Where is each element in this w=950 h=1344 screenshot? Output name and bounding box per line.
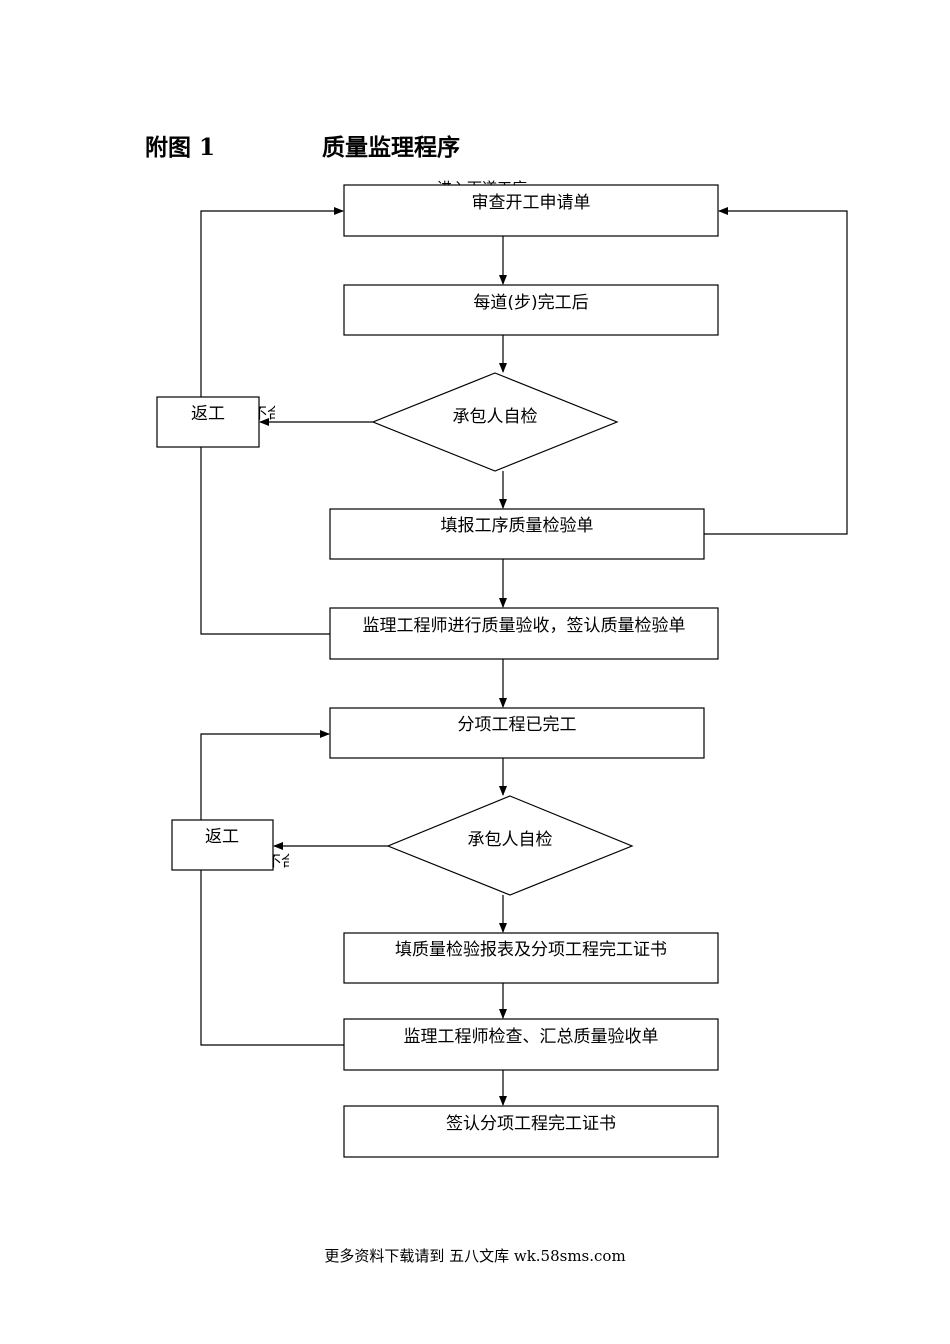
fill-process-form-label: 填报工序质量检验单 — [441, 516, 594, 536]
engineer-accept-sign-label: 监理工程师进行质量验收，签认质量检验单 — [363, 616, 686, 636]
contractor-self-check-1-diamond: 承包人自检 — [371, 372, 619, 472]
after-each-step-label: 每道(步)完工后 — [473, 293, 588, 313]
line-engineer-reject-to-rework-1 — [200, 447, 330, 635]
rework-2-label: 返工 — [205, 827, 239, 847]
contractor-self-check-2-diamond: 承包人自检 — [386, 795, 634, 896]
arrow-rework-2-to-subitem — [200, 730, 330, 820]
footer-download-note: 更多资料下载请到 五八文库 wk.58sms.com — [324, 1247, 626, 1265]
fill-report-cert-box: 填质量检验报表及分项工程完工证书 — [343, 932, 719, 984]
review-start-request-box-frame — [343, 184, 719, 237]
figure-title: 质量监理程序 — [322, 134, 460, 161]
review-start-request-box: 审查开工申请单 — [343, 184, 719, 237]
sign-completion-cert-label: 签认分项工程完工证书 — [446, 1114, 616, 1134]
subitem-completed-box: 分项工程已完工 — [329, 707, 705, 759]
contractor-self-check-2-label: 承包人自检 — [468, 830, 553, 850]
fail-label-2-partial: 不合格 — [266, 852, 311, 870]
arrow-rework-1-to-review — [200, 207, 344, 397]
fill-report-cert-label: 填质量检验报表及分项工程完工证书 — [395, 940, 667, 960]
contractor-self-check-1-label: 承包人自检 — [453, 407, 538, 427]
fill-report-cert-box-frame — [343, 932, 719, 984]
after-each-step-box: 每道(步)完工后 — [343, 284, 719, 336]
arrow-next-process-loop — [704, 207, 848, 535]
engineer-check-summary-box-frame — [343, 1018, 719, 1071]
rework-1-box: 返工 — [156, 396, 260, 448]
engineer-check-summary-label: 监理工程师检查、汇总质量验收单 — [404, 1027, 659, 1047]
fill-process-form-box: 填报工序质量检验单 — [329, 508, 705, 560]
rework-1-label: 返工 — [191, 404, 225, 424]
subitem-completed-label: 分项工程已完工 — [458, 715, 577, 735]
next-process-label-partial: 进入下道工序 — [437, 179, 527, 197]
sign-completion-cert-box: 签认分项工程完工证书 — [343, 1105, 719, 1158]
rework-2-box: 返工 — [171, 819, 274, 871]
contractor-self-check-1-shape — [371, 372, 619, 472]
contractor-self-check-2-shape — [386, 795, 634, 896]
engineer-accept-sign-box-frame — [329, 607, 719, 660]
engineer-check-summary-box: 监理工程师检查、汇总质量验收单 — [343, 1018, 719, 1071]
engineer-accept-sign-box: 监理工程师进行质量验收，签认质量检验单 — [329, 607, 719, 660]
figure-label: 附图 1 — [145, 134, 216, 161]
rework-2-box-frame — [171, 819, 274, 871]
sign-completion-cert-box-frame — [343, 1105, 719, 1158]
fail-label-1-partial: 不合格 — [252, 404, 297, 422]
rework-1-box-frame — [156, 396, 260, 448]
subitem-completed-box-frame — [329, 707, 705, 759]
fill-process-form-box-frame — [329, 508, 705, 560]
after-each-step-box-frame — [343, 284, 719, 336]
review-start-request-label: 审查开工申请单 — [472, 193, 591, 213]
line-engineer-check-reject-to-rework-2 — [200, 870, 344, 1046]
